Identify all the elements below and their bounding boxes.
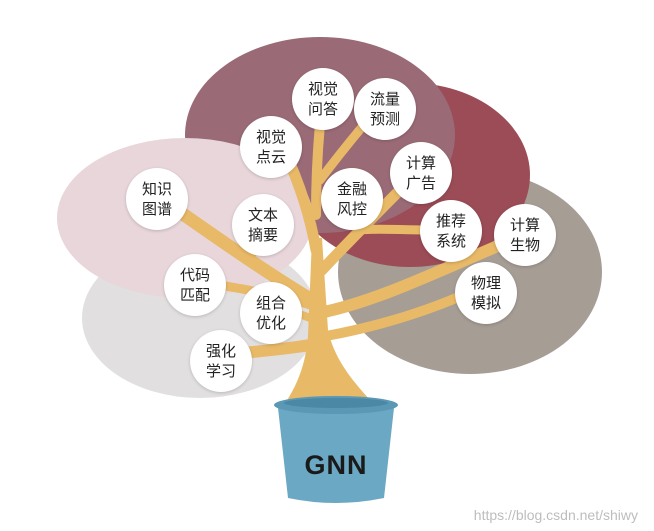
leaf-computational-advertising: 计算 广告: [390, 142, 452, 204]
leaf-recommender-system: 推荐 系统: [420, 200, 482, 262]
leaf-line-1: 物理: [470, 274, 501, 292]
pot-label-gnn: GNN: [304, 450, 368, 480]
leaf-line-2: 系统: [435, 232, 466, 250]
leaf-line-1: 金融: [336, 180, 367, 198]
leaf-line-1: 组合: [255, 294, 286, 312]
flower-pot: [274, 396, 398, 503]
leaf-line-2: 图谱: [141, 200, 172, 218]
branch-left-knowledge: [163, 198, 319, 307]
leaf-visual-qa: 视觉 问答: [292, 68, 354, 130]
leaf-line-2: 风控: [336, 200, 367, 218]
leaf-line-1: 计算: [405, 154, 436, 172]
leaf-line-2: 广告: [405, 174, 436, 192]
leaf-line-2: 预测: [369, 110, 400, 128]
leaf-line-2: 生物: [509, 236, 540, 254]
leaf-code-matching: 代码 匹配: [164, 254, 226, 316]
leaf-line-1: 文本: [247, 206, 278, 224]
leaf-line-2: 优化: [255, 314, 286, 332]
leaf-traffic-forecast: 流量 预测: [354, 78, 416, 140]
leaf-computational-biology: 计算 生物: [494, 204, 556, 266]
leaf-line-2: 摘要: [247, 226, 278, 244]
leaf-text-summarization: 文本 摘要: [232, 194, 294, 256]
leaf-reinforcement-learning: 强化 学习: [190, 330, 252, 392]
leaf-line-1: 视觉: [307, 80, 338, 98]
pot-body: [278, 408, 394, 503]
leaf-combinatorial-optimization: 组合 优化: [240, 282, 302, 344]
leaf-visual-pointcloud: 视觉 点云: [240, 116, 302, 178]
watermark-url: https://blog.csdn.net/shiwy: [473, 507, 638, 523]
leaf-line-2: 学习: [205, 362, 236, 380]
branch-right-bio: [318, 234, 518, 318]
leaf-line-1: 强化: [205, 342, 236, 360]
leaf-line-2: 匹配: [179, 286, 210, 304]
leaf-line-1: 流量: [369, 90, 400, 108]
leaf-line-1: 计算: [509, 216, 540, 234]
leaf-financial-risk-control: 金融 风控: [321, 168, 383, 230]
trunk: [286, 238, 372, 402]
leaf-line-2: 模拟: [470, 294, 501, 312]
pot-soil: [284, 398, 388, 408]
leaf-physics-simulation: 物理 模拟: [455, 262, 517, 324]
leaf-line-1: 推荐: [435, 212, 466, 230]
leaf-knowledge-graph: 知识 图谱: [126, 168, 188, 230]
leaf-line-1: 视觉: [255, 128, 286, 146]
leaf-line-1: 代码: [179, 266, 210, 284]
leaf-line-2: 问答: [307, 100, 338, 118]
leaf-line-1: 知识: [141, 180, 172, 198]
leaf-line-2: 点云: [255, 148, 286, 166]
